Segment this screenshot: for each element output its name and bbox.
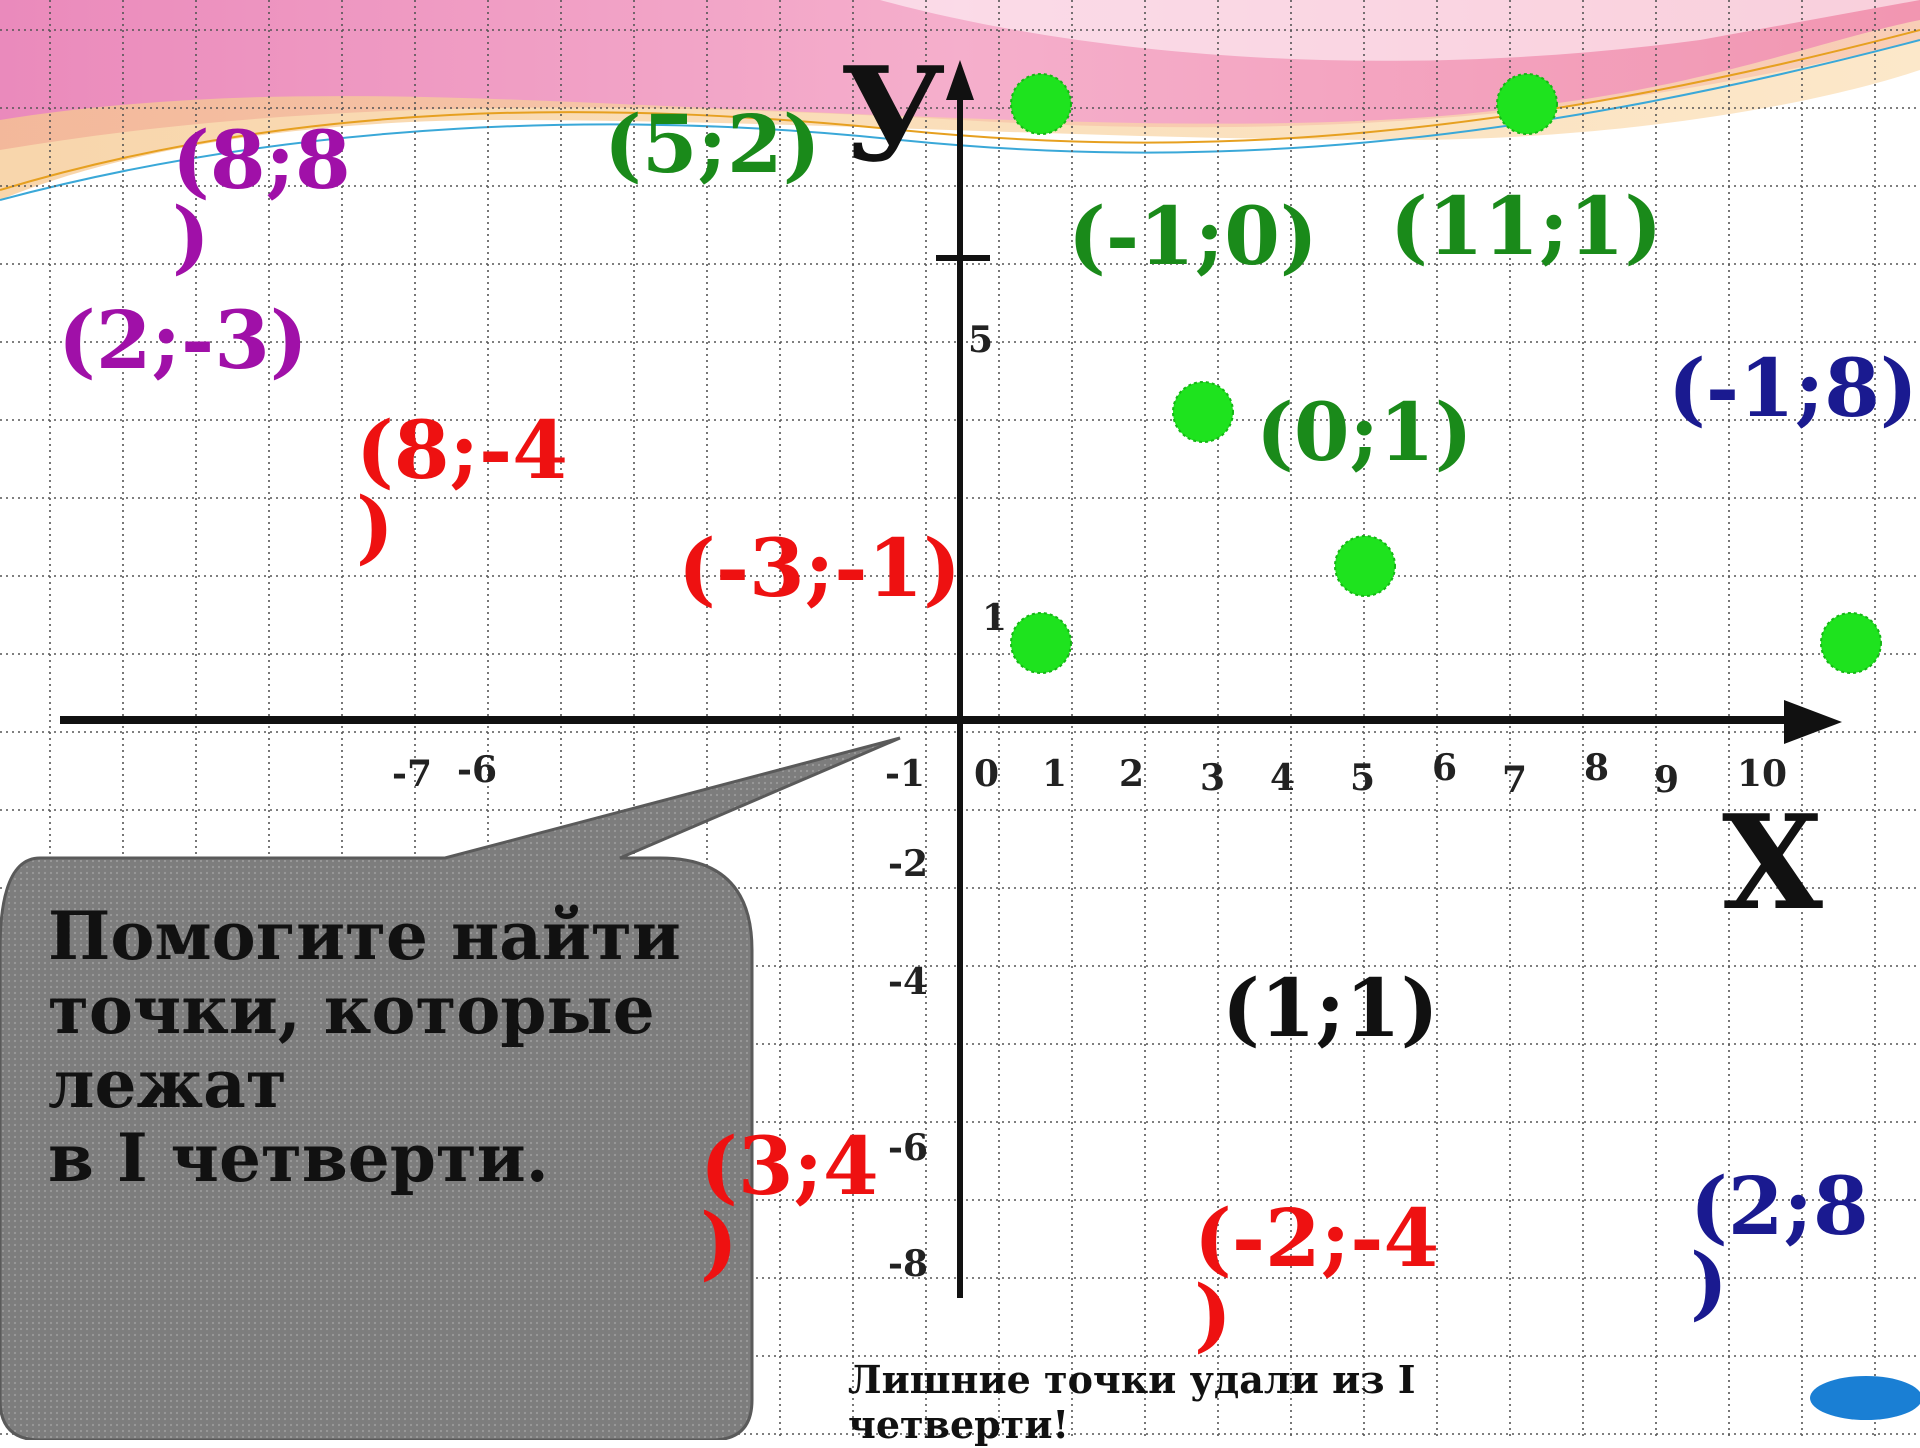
green-point[interactable] (1496, 73, 1558, 135)
x-tick-label: -7 (392, 753, 432, 795)
coordinate-label[interactable]: (3;4 ) (700, 1119, 879, 1289)
green-point[interactable] (1334, 535, 1396, 597)
x-axis-name: X (1722, 786, 1823, 939)
coordinate-label[interactable]: (1;1) (1222, 961, 1439, 1055)
coordinate-label[interactable]: (5;2) (604, 97, 821, 191)
x-axis-arrow (1784, 700, 1842, 744)
x-tick-label: 2 (1119, 753, 1145, 795)
x-tick-label: 6 (1432, 747, 1458, 789)
coordinate-label[interactable]: (8;8 ) (172, 113, 351, 283)
y-axis-arrow (946, 60, 974, 100)
x-tick-label: 10 (1737, 753, 1788, 795)
next-slide-button[interactable] (1810, 1376, 1920, 1420)
coordinate-label[interactable]: (-1;0) (1068, 189, 1318, 283)
x-tick-label: 4 (1270, 757, 1296, 799)
y-axis-name: У (840, 38, 946, 191)
x-tick-label: 7 (1502, 759, 1528, 801)
green-point[interactable] (1820, 612, 1882, 674)
x-tick-label: 5 (1350, 757, 1376, 799)
x-tick-label: 9 (1654, 759, 1680, 801)
x-tick-label: 0 (974, 753, 1000, 795)
y-tick-label: 1 (982, 597, 1008, 639)
y-tick-label: -2 (888, 843, 928, 885)
coordinate-label[interactable]: (-2;-4 ) (1194, 1191, 1440, 1361)
green-point[interactable] (1010, 612, 1072, 674)
green-points (1010, 73, 1882, 674)
coordinate-label[interactable]: (2;8 ) (1690, 1159, 1869, 1329)
x-tick-label: 1 (1042, 753, 1068, 795)
coordinate-label[interactable]: (-1;8) (1668, 341, 1918, 435)
bubble-text: Помогите найти точки, которые лежат в I … (48, 897, 681, 1197)
coordinate-label[interactable]: (-3;-1) (678, 521, 961, 615)
coordinate-label[interactable]: (8;-4 ) (356, 403, 568, 573)
footnote-text: Лишние точки удали из I четверти! (848, 1357, 1416, 1447)
coordinate-label[interactable]: (11;1) (1390, 179, 1663, 273)
y-tick-label: 5 (968, 319, 994, 361)
axes (60, 60, 1842, 1298)
green-point[interactable] (1172, 381, 1234, 443)
y-tick-label: -8 (888, 1243, 928, 1285)
green-point[interactable] (1010, 73, 1072, 135)
x-tick-label: 8 (1584, 747, 1610, 789)
coordinate-label[interactable]: (2;-3) (58, 293, 308, 387)
y-tick-label: -6 (888, 1127, 928, 1169)
x-tick-label: -1 (885, 753, 925, 795)
x-tick-label: 3 (1200, 757, 1226, 799)
coordinate-label[interactable]: (0;1) (1256, 385, 1473, 479)
x-tick-label: -6 (457, 749, 497, 791)
y-tick-label: -4 (888, 961, 928, 1003)
